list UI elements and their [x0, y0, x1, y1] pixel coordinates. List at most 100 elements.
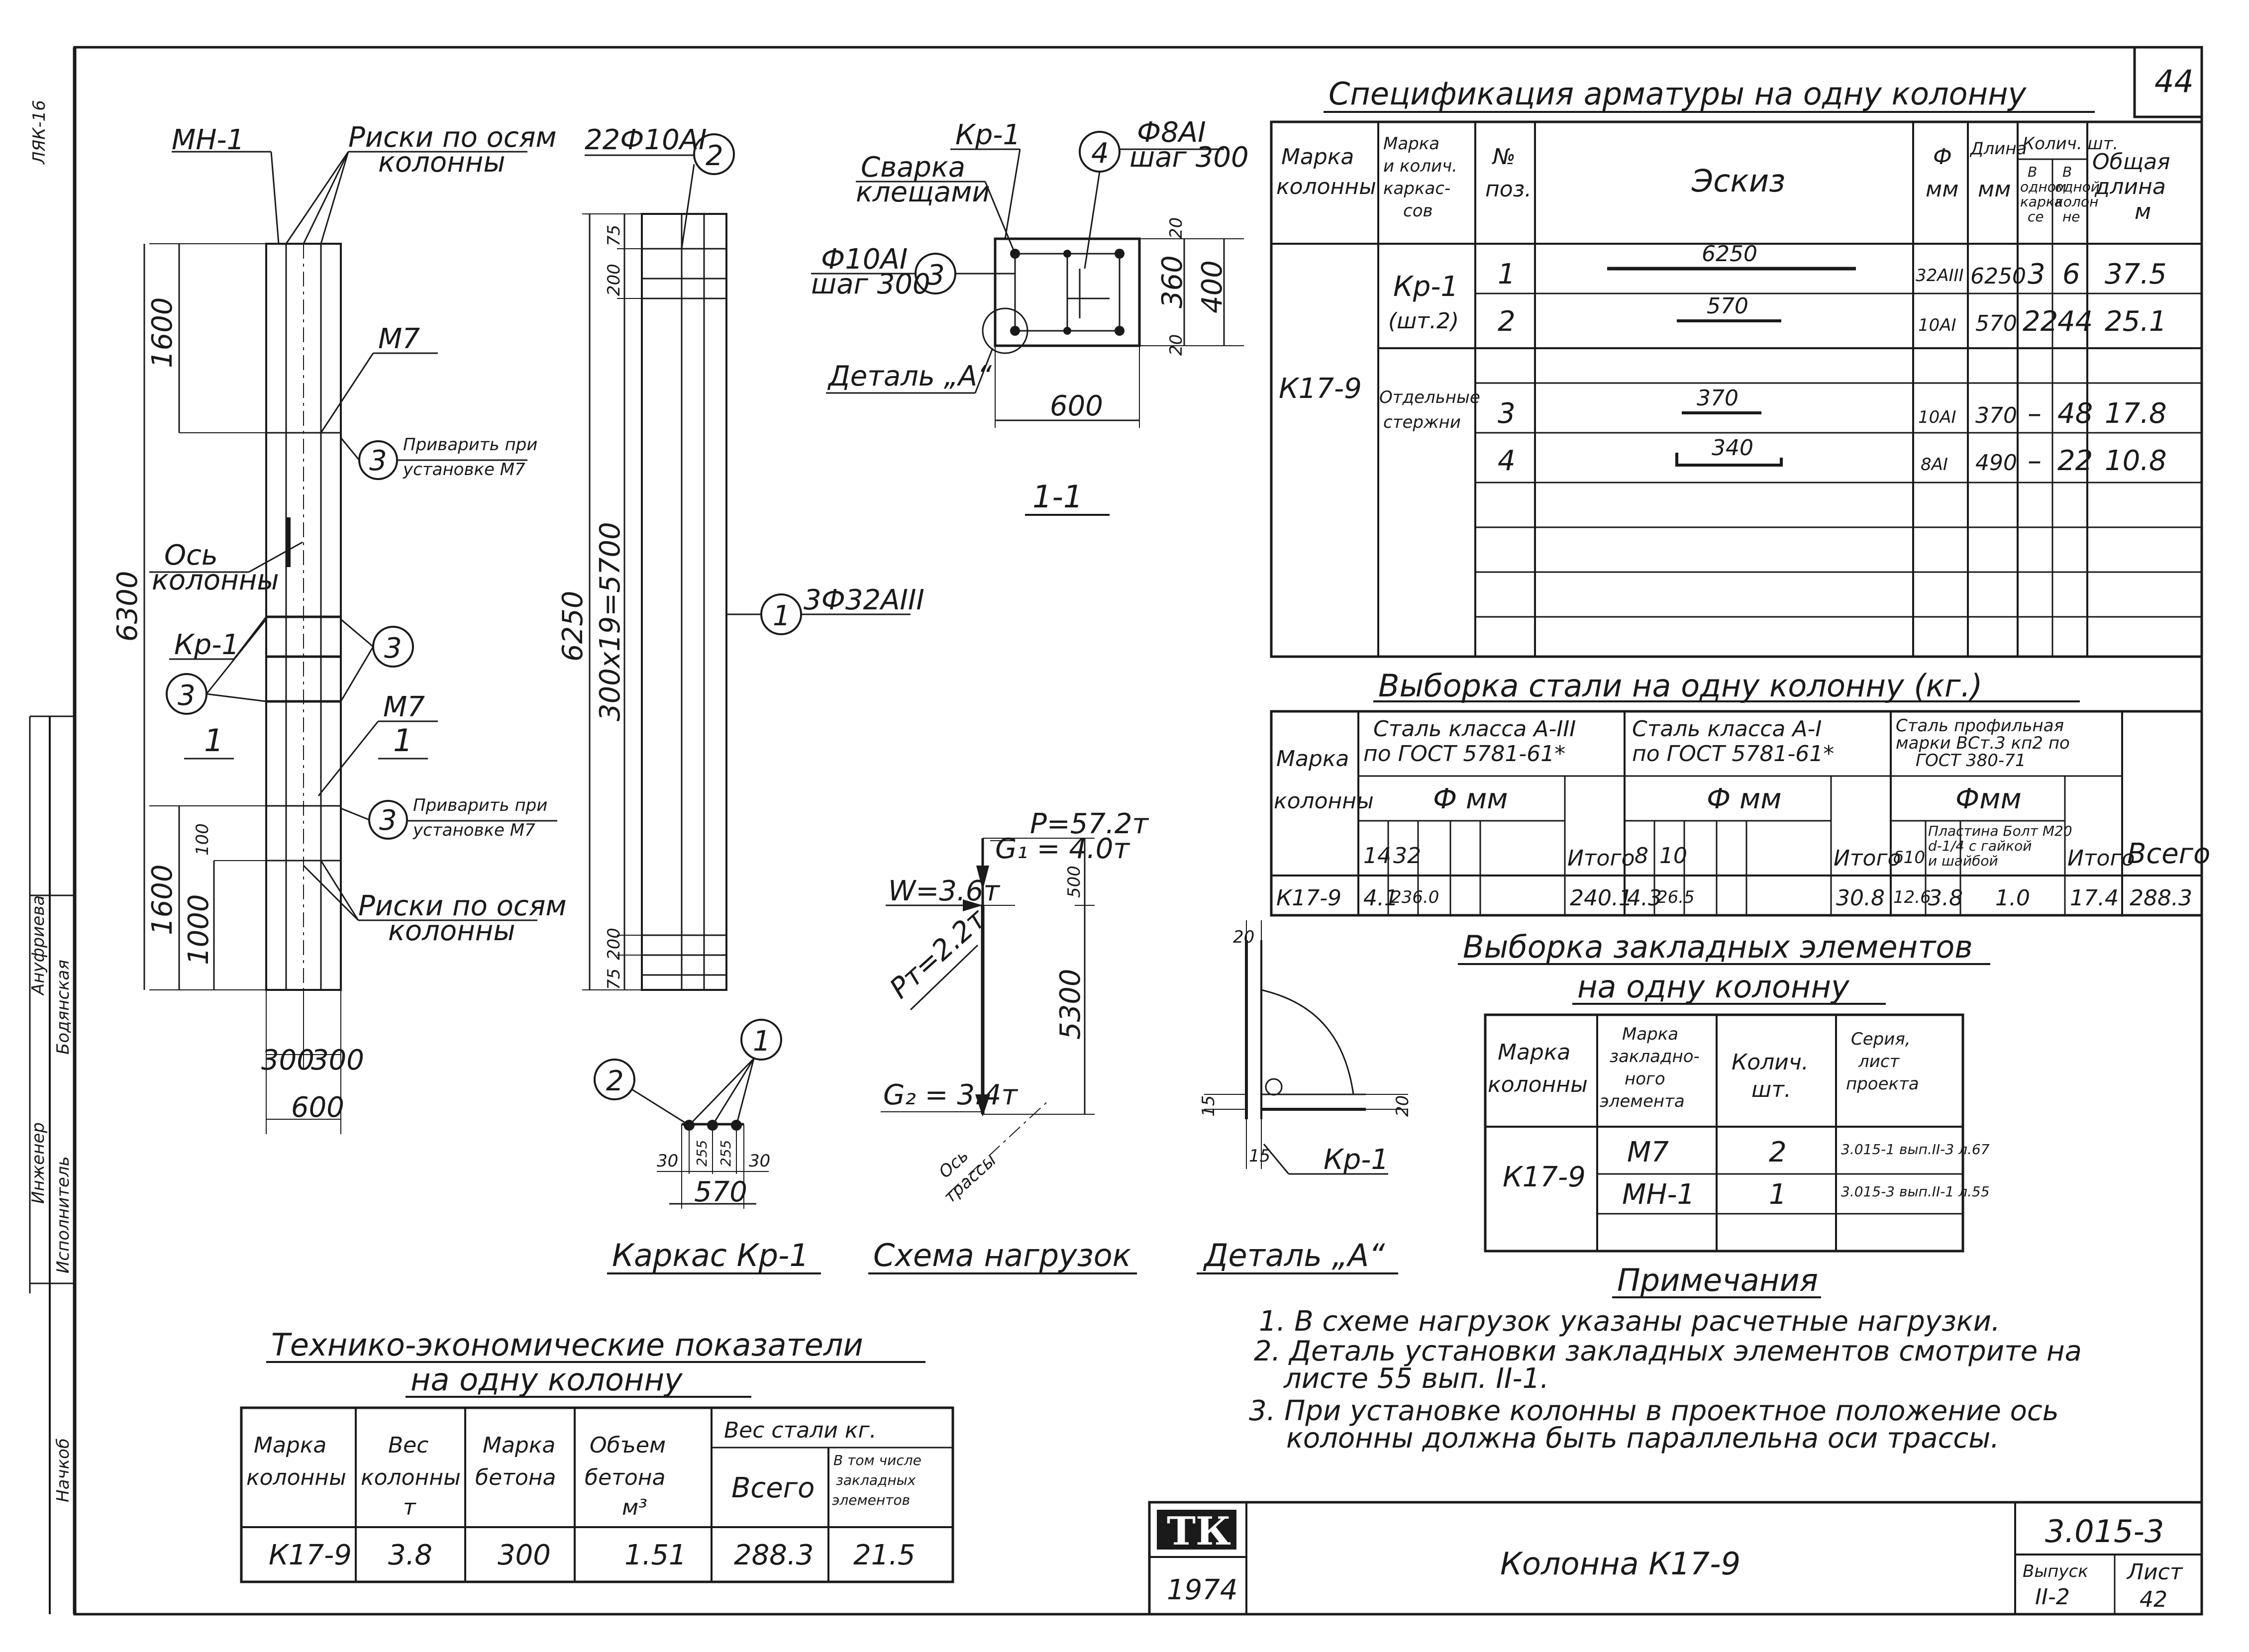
- dim-200-top: 200: [604, 264, 624, 296]
- embed-col-mark: К17-9: [1503, 1161, 1586, 1193]
- tech-title-2: на одну колонну: [410, 1361, 683, 1398]
- margin-designer-name: Бодянская: [53, 960, 73, 1055]
- spec-r2-inframe: 22: [2023, 305, 2058, 338]
- sheet-number: 44: [2154, 63, 2194, 99]
- dim-20-detail-right: 20: [1393, 1095, 1413, 1117]
- tech-h-weight-3: т: [403, 1495, 416, 1520]
- title-code: 3.015-3: [2045, 1513, 2164, 1550]
- steel-h-d3a: δ10: [1893, 848, 1925, 868]
- steel-h-d32: 32: [1393, 843, 1421, 869]
- label-mn1: МН-1: [172, 124, 244, 156]
- embed-h-qty-1: Колич.: [1732, 1050, 1809, 1075]
- spec-r1-dia: 32АIII: [1916, 266, 1964, 286]
- label-detail-a-section: Деталь „А“: [827, 360, 992, 392]
- logo-tile: [1157, 1510, 1236, 1550]
- steel-h-grp1-2: по ГОСТ 5781-61*: [1363, 741, 1565, 767]
- spec-r3-incol: 48: [2057, 397, 2093, 430]
- tech-h-all: Всего: [731, 1472, 815, 1504]
- embed-h-mark-1: Марка: [1622, 1024, 1678, 1044]
- steel-h-d3b-2: d-1/4 с гайкой: [1928, 838, 2032, 854]
- dim-255-right: 255: [717, 1140, 734, 1166]
- spec-r4-sketch: 340: [1712, 435, 1753, 461]
- spec-r2-dia: 10АI: [1918, 315, 1956, 335]
- spec-h-total-1: Общая: [2092, 149, 2170, 175]
- title-sheet: 42: [2140, 1587, 2167, 1612]
- column-elevation: 6300 1600 1600 1000 100 300 300 600 МН-1…: [111, 121, 567, 1134]
- embed-h-mark-4: элемента: [1600, 1091, 1685, 1111]
- label-bar4-2: шаг 300: [1129, 141, 1249, 174]
- dim-1600-bottom: 1600: [146, 864, 179, 935]
- spec-h-pos-1: №: [1491, 144, 1516, 170]
- tech-r-volume: 1.51: [624, 1539, 687, 1571]
- tag-2-frame: 2: [706, 140, 723, 172]
- notes: Примечания 1. В схеме нагрузок указаны р…: [1249, 1262, 2082, 1455]
- tech-r-all: 288.3: [734, 1539, 814, 1571]
- spec-r4-inframe: –: [2028, 445, 2042, 477]
- drawing-title: Колонна К17-9: [1500, 1546, 1740, 1582]
- spec-h-qty-col-3: колон: [2055, 194, 2098, 210]
- dim-20-top: 20: [1166, 217, 1186, 239]
- tag-2-cage: 2: [606, 1065, 624, 1097]
- spec-group1-count: (шт.2): [1388, 308, 1459, 334]
- spec-r1-inframe: 3: [2028, 258, 2045, 291]
- spec-h-len-1: Длина: [1969, 139, 2027, 159]
- spec-r1-total: 37.5: [2105, 258, 2167, 291]
- embed-h-mark-2: закладно-: [1610, 1047, 1700, 1067]
- spec-r2-total: 25.1: [2105, 305, 2167, 338]
- spec-h-frame-3: каркас-: [1383, 179, 1450, 198]
- steel-h-dia-2: Ф мм: [1707, 783, 1782, 815]
- note-2b: листе 55 вып. II-1.: [1283, 1362, 1549, 1395]
- embed-r2-qty: 1: [1769, 1178, 1787, 1211]
- title-block: ТК 1974 Колонна К17-9 3.015-3 Выпуск II-…: [1148, 1501, 2203, 1616]
- steel-r-total: 288.3: [2130, 885, 2192, 911]
- spec-h-mark-2: колонны: [1276, 174, 1376, 199]
- spec-group1: Кр-1: [1393, 271, 1458, 303]
- dim-1600-top: 1600: [146, 297, 179, 368]
- notes-title: Примечания: [1617, 1262, 1818, 1298]
- spec-h-sketch: Эскиз: [1691, 163, 1785, 199]
- spec-r4-incol: 22: [2057, 445, 2093, 477]
- steel-r-it3: 17.4: [2070, 885, 2119, 911]
- spec-group2-2: стержни: [1383, 412, 1461, 432]
- tech-r-concrete: 300: [498, 1539, 551, 1571]
- tech-h-weight-2: колонны: [361, 1465, 461, 1490]
- title-issue: II-2: [2035, 1584, 2070, 1610]
- logo-mark: ТК: [1167, 1509, 1231, 1554]
- dim-255-left: 255: [694, 1140, 710, 1166]
- steel-h-grp3-3: ГОСТ 380-71: [1916, 751, 2026, 771]
- dim-15-detail-bottom: 15: [1249, 1146, 1270, 1166]
- dim-570-cage: 570: [694, 1176, 747, 1208]
- spec-h-frame-4: сов: [1403, 201, 1433, 221]
- dim-20-bottom: 20: [1166, 334, 1186, 356]
- tech-h-concrete-1: Марка: [483, 1433, 555, 1458]
- label-load-w: W=3.6т: [888, 875, 1000, 907]
- steel-h-d10: 10: [1659, 843, 1687, 869]
- steel-r-v32: 236.0: [1391, 887, 1439, 907]
- tech-h-concrete-2: бетона: [475, 1465, 556, 1490]
- steel-r-v8: 4.3: [1627, 885, 1662, 911]
- tag-3-right: 3: [384, 632, 402, 665]
- spec-h-qty-frame-1: В: [2028, 164, 2037, 180]
- margin-bottom-label: Начкоб: [53, 1438, 73, 1502]
- label-load-pt: Pт=2.2т: [884, 902, 993, 1005]
- tech-h-mark-2: колонны: [246, 1465, 346, 1490]
- spec-r3-dia: 10АI: [1918, 407, 1956, 427]
- steel-h-grp2-2: по ГОСТ 5781-61*: [1632, 741, 1834, 767]
- embed-r1-series: 3.015-1 вып.II-3 л.67: [1841, 1141, 1990, 1158]
- dim-200-bottom: 200: [604, 928, 624, 960]
- load-scheme: 500 5300 P=57.2т G₁ = 4.0т W=3.6т Pт=2.2…: [868, 808, 1149, 1274]
- dim-75-top: 75: [604, 225, 624, 246]
- embed-r2-series: 3.015-3 вып.II-1 л.55: [1841, 1183, 1990, 1200]
- tech-h-incl-1: В том числе: [833, 1452, 921, 1468]
- frame-cross-section: 30 255 255 30 570 2 1 Каркас Кр-1: [594, 1019, 821, 1274]
- embed-r1-mark: М7: [1627, 1136, 1669, 1168]
- embed-h-col-1: Марка: [1498, 1040, 1570, 1065]
- embed-title-1: Выборка закладных элементов: [1463, 929, 1973, 965]
- embed-h-series-3: проекта: [1846, 1074, 1919, 1094]
- tag-4-section: 4: [1091, 137, 1109, 170]
- spec-h-qty-col-1: В: [2062, 164, 2072, 180]
- label-weld-top-2: установке М7: [403, 460, 525, 480]
- embed-r2-mark: МН-1: [1622, 1178, 1695, 1211]
- dim-600-bottom: 600: [291, 1091, 344, 1124]
- steel-h-itogo-3: Итого: [2067, 846, 2135, 871]
